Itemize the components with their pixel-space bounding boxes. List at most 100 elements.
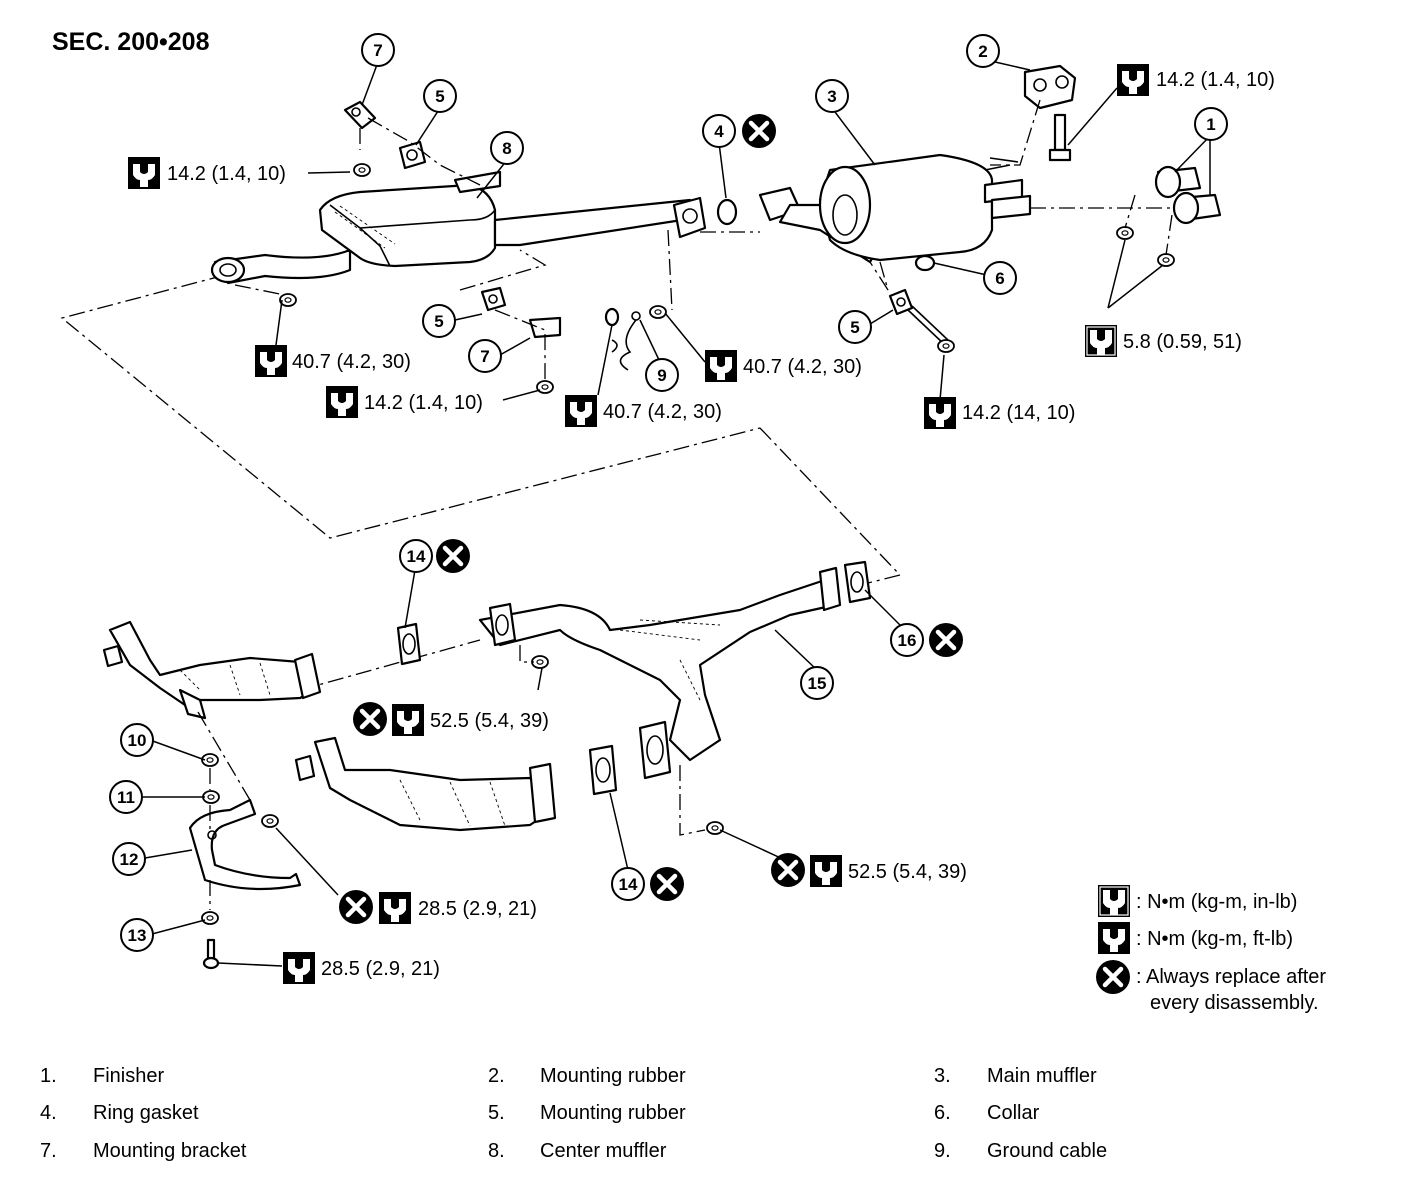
mounting-bracket bbox=[188, 798, 302, 891]
callout-5: 5 bbox=[838, 310, 872, 344]
torque-spec: 5.8 (0.59, 51) bbox=[1123, 331, 1242, 353]
gasket bbox=[588, 744, 618, 796]
torque-spec: 40.7 (4.2, 30) bbox=[743, 356, 862, 378]
part-number: 2. bbox=[488, 1065, 505, 1087]
legend-nm-ft-lb: : N•m (kg-m, ft-lb) bbox=[1136, 928, 1293, 950]
callout-2: 2 bbox=[966, 34, 1000, 68]
callout-10: 10 bbox=[120, 723, 154, 757]
part-name: Main muffler bbox=[987, 1065, 1097, 1087]
always-replace-icon bbox=[771, 853, 805, 887]
callout-11: 11 bbox=[109, 780, 143, 814]
callout-7: 7 bbox=[468, 339, 502, 373]
svg-text:11: 11 bbox=[117, 788, 135, 807]
torque-spec: 52.5 (5.4, 39) bbox=[848, 861, 967, 883]
svg-text:7: 7 bbox=[373, 41, 382, 60]
svg-text:5: 5 bbox=[434, 312, 443, 331]
torque-wrench-icon bbox=[283, 952, 315, 984]
part-name: Finisher bbox=[93, 1065, 164, 1087]
part-number: 4. bbox=[40, 1102, 57, 1124]
part-name: Collar bbox=[987, 1102, 1040, 1124]
torque-spec: 52.5 (5.4, 39) bbox=[430, 710, 549, 732]
part-name: Ground cable bbox=[987, 1140, 1107, 1162]
section-label: SEC. 200•208 bbox=[52, 28, 210, 56]
svg-text:8: 8 bbox=[502, 139, 511, 158]
torque-wrench-icon bbox=[565, 395, 597, 427]
svg-text:9: 9 bbox=[657, 366, 666, 385]
always-replace-icon bbox=[929, 623, 963, 657]
part-number: 6. bbox=[934, 1102, 951, 1124]
torque-wrench-icon bbox=[326, 386, 358, 418]
callout-4: 4 bbox=[702, 114, 736, 148]
callout-5: 5 bbox=[423, 79, 457, 113]
torque-spec: 28.5 (2.9, 21) bbox=[321, 958, 440, 980]
svg-text:13: 13 bbox=[128, 926, 147, 945]
legend-replace-line2: every disassembly. bbox=[1150, 992, 1319, 1014]
torque-wrench-icon bbox=[1117, 64, 1149, 96]
always-replace-icon bbox=[339, 890, 373, 924]
callout-8: 8 bbox=[490, 131, 524, 165]
part-name: Mounting rubber bbox=[540, 1065, 686, 1087]
svg-text:6: 6 bbox=[995, 269, 1004, 288]
torque-spec: 14.2 (1.4, 10) bbox=[167, 163, 286, 185]
mounting-rubber bbox=[398, 140, 427, 170]
svg-text:12: 12 bbox=[120, 850, 139, 869]
torque-spec: 40.7 (4.2, 30) bbox=[292, 351, 411, 373]
ring-gasket bbox=[716, 198, 738, 226]
part-number: 7. bbox=[40, 1140, 57, 1162]
torque-wrench-icon bbox=[810, 855, 842, 887]
catalytic-converter bbox=[294, 736, 557, 832]
torque-wrench-icon bbox=[1098, 922, 1130, 954]
legend-nm-in-lb: : N•m (kg-m, in-lb) bbox=[1136, 891, 1297, 913]
part-number: 8. bbox=[488, 1140, 505, 1162]
legend-replace-line1: : Always replace after bbox=[1136, 966, 1326, 988]
callout-5: 5 bbox=[422, 304, 456, 338]
part-name: Center muffler bbox=[540, 1140, 667, 1162]
part-number: 9. bbox=[934, 1140, 951, 1162]
finisher bbox=[1154, 165, 1222, 225]
catalytic-converter bbox=[102, 620, 322, 720]
svg-text:10: 10 bbox=[128, 731, 147, 750]
always-replace-icon bbox=[1096, 960, 1130, 994]
torque-wrench-icon bbox=[255, 345, 287, 377]
always-replace-icon bbox=[742, 114, 776, 148]
torque-wrench-icon bbox=[392, 704, 424, 736]
legend: : N•m (kg-m, in-lb) : N•m (kg-m, ft-lb) … bbox=[1096, 884, 1326, 1014]
alignment-line bbox=[60, 274, 761, 539]
svg-text:16: 16 bbox=[898, 631, 917, 650]
always-replace-icon bbox=[436, 539, 470, 573]
torque-wrench-icon bbox=[379, 892, 411, 924]
parts-list: 1. Finisher 2. Mounting rubber 3. Main m… bbox=[40, 1065, 1107, 1162]
svg-text:2: 2 bbox=[978, 42, 987, 61]
callout-12: 12 bbox=[112, 842, 146, 876]
torque-spec: 40.7 (4.2, 30) bbox=[603, 401, 722, 423]
part-number: 3. bbox=[934, 1065, 951, 1087]
alignment-line bbox=[759, 427, 902, 586]
torque-wrench-icon bbox=[1097, 884, 1131, 918]
callout-6: 6 bbox=[983, 261, 1017, 295]
mounting-rubber bbox=[480, 286, 507, 312]
svg-text:14: 14 bbox=[407, 547, 426, 566]
mounting-rubber bbox=[888, 288, 914, 316]
torque-wrench-icon bbox=[924, 397, 956, 429]
part-name: Ring gasket bbox=[93, 1102, 199, 1124]
callout-13: 13 bbox=[120, 918, 154, 952]
callout-1: 1 bbox=[1194, 107, 1228, 141]
torque-wrench-icon bbox=[1084, 324, 1118, 358]
svg-text:5: 5 bbox=[435, 87, 444, 106]
main-muffler bbox=[758, 153, 1032, 264]
part-name: Mounting bracket bbox=[93, 1140, 247, 1162]
torque-wrench-icon bbox=[705, 350, 737, 382]
mounting-bracket bbox=[343, 100, 377, 130]
svg-text:1: 1 bbox=[1206, 115, 1215, 134]
svg-text:5: 5 bbox=[850, 318, 859, 337]
torque-wrench-icon bbox=[128, 157, 160, 189]
callout-14: 14 bbox=[399, 539, 433, 573]
callout-15: 15 bbox=[800, 666, 834, 700]
callout-3: 3 bbox=[815, 79, 849, 113]
svg-text:4: 4 bbox=[714, 122, 724, 141]
svg-text:14: 14 bbox=[619, 875, 638, 894]
torque-spec: 14.2 (1.4, 10) bbox=[364, 392, 483, 414]
always-replace-icon bbox=[353, 702, 387, 736]
front-tube bbox=[478, 566, 842, 780]
